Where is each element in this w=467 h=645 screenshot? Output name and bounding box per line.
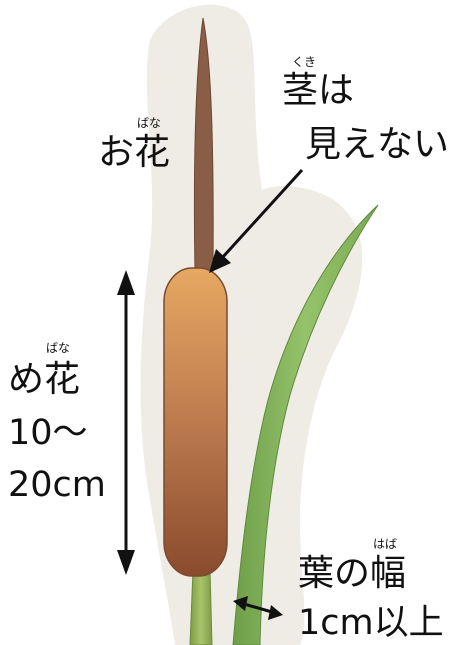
male-flower-label: お花 — [98, 135, 170, 171]
stem-label-line2: 見えない — [305, 127, 449, 163]
female-length-line2: 20cm — [8, 468, 106, 503]
leaf-width-ruby: はば — [373, 538, 397, 550]
male-flower-ruby: ばな — [137, 117, 161, 129]
length-arrow-top-head — [117, 270, 135, 295]
leaf-width-label-line2: 1cm以上 — [298, 606, 444, 641]
length-arrow-bottom-head — [117, 550, 135, 575]
lower-stalk — [190, 570, 212, 645]
female-length-line1: 10～ — [8, 416, 88, 451]
female-flower-label: め花 — [8, 362, 80, 398]
leaf-width-label-line1: 葉の幅 — [298, 556, 406, 592]
female-flower-ruby: ばな — [46, 342, 70, 354]
stem-label-line1: 茎は — [282, 73, 354, 109]
stem-ruby: くき — [292, 56, 316, 68]
female-flower-spike — [164, 268, 227, 576]
